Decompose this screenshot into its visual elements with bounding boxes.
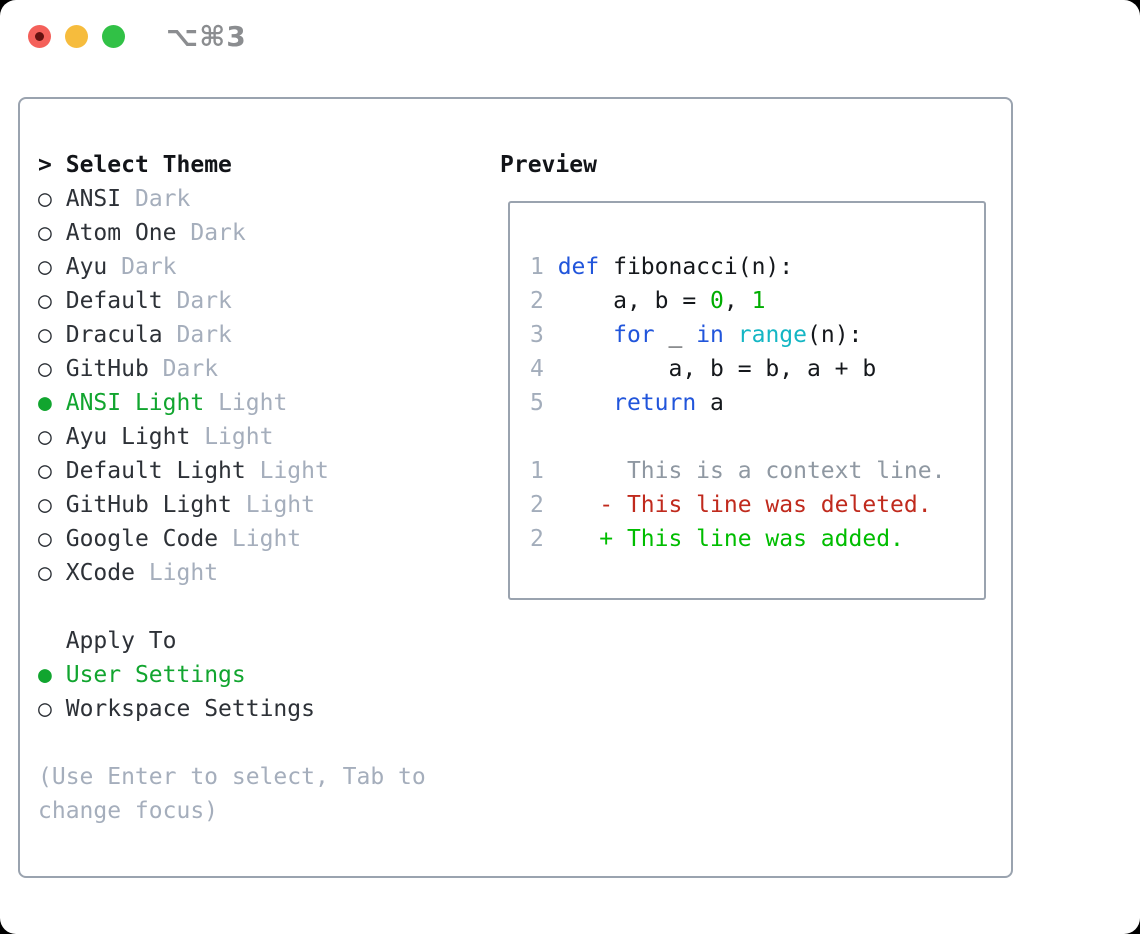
minimize-button[interactable]: [65, 25, 88, 48]
radio-unselected-icon: ○: [38, 288, 52, 314]
theme-name: Default: [65, 288, 163, 314]
zoom-button[interactable]: [102, 25, 125, 48]
preview-line: 2 a, b = 0, 1: [530, 288, 766, 314]
preview-line: 2 - This line was deleted.: [530, 492, 932, 518]
theme-name: XCode: [65, 560, 135, 586]
theme-variant: Light: [231, 526, 302, 552]
radio-selected-icon: ●: [38, 662, 52, 688]
radio-unselected-icon: ○: [38, 220, 52, 246]
theme-option-ansi-light[interactable]: ● ANSI Light Light: [38, 386, 440, 420]
theme-variant: Light: [259, 458, 329, 484]
preview-box: 1 def fibonacci(n): 2 a, b = 0, 1 3 for _ …: [508, 201, 986, 600]
theme-name: Default Light: [65, 458, 246, 484]
theme-column: > Select Theme ○ ANSI Dark○ Atom One Dar…: [38, 148, 440, 828]
theme-name: Dracula: [65, 322, 163, 348]
radio-unselected-icon: ○: [38, 696, 52, 722]
theme-option-dracula[interactable]: ○ Dracula Dark: [38, 318, 440, 352]
theme-option-default[interactable]: ○ Default Dark: [38, 284, 440, 318]
theme-option-ayu[interactable]: ○ Ayu Dark: [38, 250, 440, 284]
spacer: [38, 590, 440, 624]
theme-variant: Light: [148, 560, 219, 586]
theme-variant: Light: [204, 424, 274, 450]
theme-name: ANSI Light: [65, 390, 205, 416]
focus-caret-icon: >: [38, 152, 52, 178]
radio-unselected-icon: ○: [38, 356, 52, 382]
window-shortcut-label: ⌥⌘3: [166, 20, 247, 53]
theme-option-github[interactable]: ○ GitHub Dark: [38, 352, 440, 386]
theme-option-atom-one[interactable]: ○ Atom One Dark: [38, 216, 440, 250]
preview-line: 2 + This line was added.: [530, 526, 904, 552]
radio-unselected-icon: ○: [38, 526, 52, 552]
theme-option-google-code[interactable]: ○ Google Code Light: [38, 522, 440, 556]
preview-code: 1 def fibonacci(n): 2 a, b = 0, 1 3 for _ …: [530, 250, 984, 556]
radio-unselected-icon: ○: [38, 424, 52, 450]
theme-name: GitHub: [65, 356, 149, 382]
theme-name: Ayu Light: [65, 424, 191, 450]
preview-line: [530, 420, 984, 454]
preview-line: 1 def fibonacci(n):: [530, 254, 794, 280]
theme-variant: Dark: [176, 322, 232, 348]
theme-variant: Dark: [190, 220, 246, 246]
unsaved-dot-icon: [35, 32, 44, 41]
apply-options: ● User Settings○ Workspace Settings: [38, 658, 440, 726]
select-theme-header: > Select Theme: [38, 148, 440, 182]
theme-variant: Dark: [176, 288, 232, 314]
apply-option-user-settings[interactable]: ● User Settings: [38, 658, 440, 692]
preview-line: 1 This is a context line.: [530, 458, 946, 484]
theme-list: ○ ANSI Dark○ Atom One Dark○ Ayu Dark○ De…: [38, 182, 440, 590]
theme-option-github-light[interactable]: ○ GitHub Light Light: [38, 488, 440, 522]
select-theme-title: Select Theme: [65, 152, 232, 178]
help-text: (Use Enter to select, Tab to change focu…: [38, 764, 426, 824]
theme-option-ayu-light[interactable]: ○ Ayu Light Light: [38, 420, 440, 454]
theme-variant: Light: [218, 390, 288, 416]
theme-picker-panel: > Select Theme ○ ANSI Dark○ Atom One Dar…: [18, 97, 1013, 878]
radio-unselected-icon: ○: [38, 186, 52, 212]
apply-option-workspace-settings[interactable]: ○ Workspace Settings: [38, 692, 440, 726]
radio-unselected-icon: ○: [38, 560, 52, 586]
theme-variant: Dark: [134, 186, 191, 212]
preview-title: Preview: [500, 152, 597, 178]
radio-unselected-icon: ○: [38, 492, 52, 518]
theme-name: Atom One: [65, 220, 177, 246]
theme-name: ANSI: [65, 186, 122, 212]
close-button[interactable]: [28, 25, 51, 48]
radio-selected-icon: ●: [38, 390, 52, 416]
preview-line: 4 a, b = b, a + b: [530, 356, 877, 382]
theme-name: Google Code: [65, 526, 219, 552]
apply-option-label: User Settings: [65, 662, 246, 688]
apply-to-header: Apply To: [65, 628, 177, 654]
theme-option-default-light[interactable]: ○ Default Light Light: [38, 454, 440, 488]
theme-variant: Light: [245, 492, 315, 518]
radio-unselected-icon: ○: [38, 322, 52, 348]
theme-variant: Dark: [162, 356, 219, 382]
theme-option-ansi[interactable]: ○ ANSI Dark: [38, 182, 440, 216]
theme-name: Ayu: [65, 254, 108, 280]
radio-unselected-icon: ○: [38, 254, 52, 280]
theme-name: GitHub Light: [65, 492, 232, 518]
theme-option-xcode[interactable]: ○ XCode Light: [38, 556, 440, 590]
preview-line: 3 for _ in range(n):: [530, 322, 863, 348]
titlebar: ⌥⌘3: [0, 0, 1140, 78]
preview-line: 5 return a: [530, 390, 724, 416]
theme-variant: Dark: [121, 254, 177, 280]
spacer: [38, 726, 440, 760]
radio-unselected-icon: ○: [38, 458, 52, 484]
apply-option-label: Workspace Settings: [65, 696, 315, 722]
